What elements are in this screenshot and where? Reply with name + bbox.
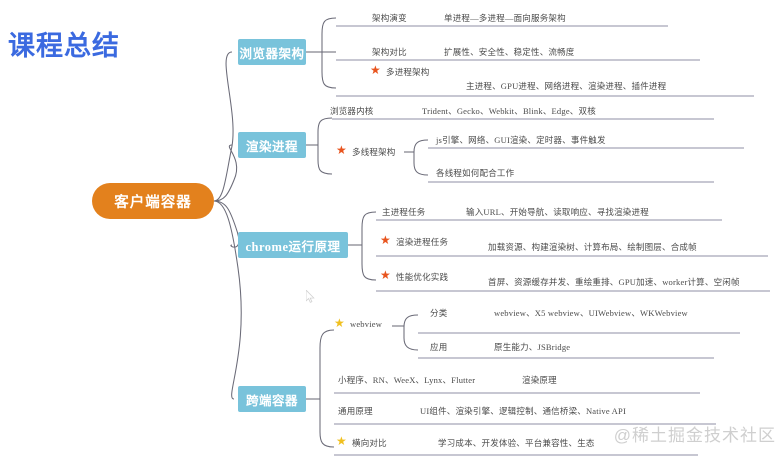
sub-item-detail: 输入URL、开始导航、读取响应、寻找渲染进程 [466, 207, 649, 217]
branch-node-browser-architecture[interactable]: 浏览器架构 [238, 39, 306, 65]
sub-item-label: 架构演变 [372, 13, 407, 23]
star-icon: ★ [334, 316, 345, 330]
mouse-cursor-icon [306, 290, 315, 303]
sub-item-detail: 渲染原理 [522, 375, 557, 385]
sub-item-detail: 首屏、资源缓存并发、重绘重排、GPU加速、worker计算、空闲帧 [488, 277, 740, 287]
sub-item-label: 性能优化实践 [396, 272, 449, 282]
sub-item-label: 多线程架构 [352, 147, 396, 157]
sub-item-label: 横向对比 [352, 438, 387, 448]
sub-item-detail: Trident、Gecko、Webkit、Blink、Edge、双核 [422, 106, 596, 116]
branch-node-chrome-principles[interactable]: chrome运行原理 [238, 232, 348, 258]
sub-item-detail: 学习成本、开发体验、平台兼容性、生态 [438, 438, 595, 448]
root-node-client-container[interactable]: 客户端容器 [92, 183, 214, 219]
star-icon: ★ [380, 233, 391, 247]
sub-item-detail: 主进程、GPU进程、网络进程、渲染进程、插件进程 [466, 81, 667, 91]
nested-item-detail: 原生能力、JSBridge [494, 342, 571, 352]
nested-item-detail: 各线程如何配合工作 [436, 168, 515, 178]
nested-item-label: 分类 [430, 308, 448, 318]
sub-item-label: 主进程任务 [382, 207, 426, 217]
nested-item-detail: js引擎、网络、GUI渲染、定时器、事件触发 [436, 135, 606, 145]
star-icon: ★ [380, 268, 391, 282]
sub-item-label: 多进程架构 [386, 67, 430, 77]
sub-item-detail: 扩展性、安全性、稳定性、流畅度 [444, 47, 575, 57]
star-icon: ★ [336, 143, 347, 157]
nested-item-detail: webview、X5 webview、UIWebview、WKWebview [494, 308, 688, 318]
sub-item-label: 小程序、RN、WeeX、Lynx、Flutter [338, 375, 476, 385]
sub-item-detail: 单进程—多进程—面向服务架构 [444, 13, 566, 23]
sub-item-label: webview [350, 319, 383, 329]
sub-item-label: 浏览器内核 [330, 106, 374, 116]
sub-item-label: 通用原理 [338, 406, 373, 416]
sub-item-detail: UI组件、渲染引擎、逻辑控制、通信桥梁、Native API [420, 406, 626, 416]
sub-item-label: 架构对比 [372, 47, 407, 57]
page-title: 课程总结 [8, 31, 120, 61]
star-icon: ★ [336, 434, 347, 448]
sub-item-label: 渲染进程任务 [396, 237, 449, 247]
nested-item-label: 应用 [430, 342, 448, 352]
sub-item-detail: 加载资源、构建渲染树、计算布局、绘制图层、合成帧 [488, 242, 697, 252]
star-icon: ★ [370, 63, 381, 77]
watermark: @稀土掘金技术社区 [613, 426, 776, 445]
branch-node-render-process[interactable]: 渲染进程 [238, 132, 306, 158]
branch-node-cross-platform-container[interactable]: 跨端容器 [238, 386, 306, 412]
